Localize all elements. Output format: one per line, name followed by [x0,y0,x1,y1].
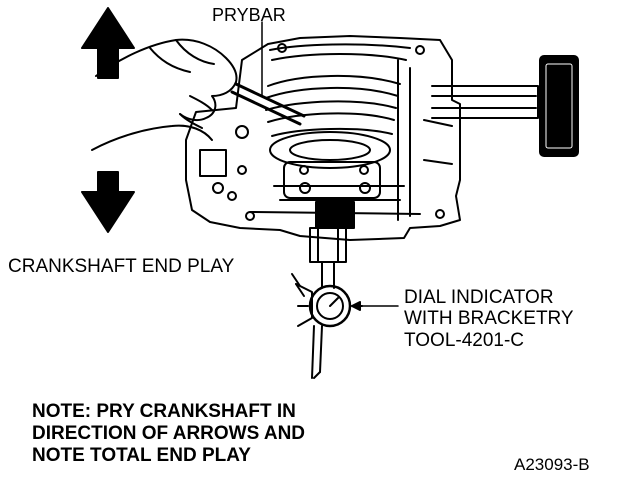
prybar-label: PRYBAR [212,5,286,25]
dial-indicator-assembly [291,201,363,379]
dial-indicator-line: DIAL INDICATOR [404,287,554,308]
note-text: NOTE: PRY CRANKSHAFT IN DIRECTION OF ARR… [32,401,305,467]
note-line: NOTE: PRY CRANKSHAFT IN [32,401,296,422]
dial-indicator-label: DIAL INDICATOR WITH BRACKETRY TOOL-4201-… [404,287,574,351]
dial-indicator-line: WITH BRACKETRY [404,308,574,330]
prybar [230,82,306,126]
engine-block [185,35,461,241]
handle-fixture [431,55,579,157]
dial-indicator-line: TOOL-4201-C [404,329,525,351]
down-arrow-icon [81,171,135,233]
note-line: NOTE TOTAL END PLAY [32,445,251,467]
note-line: DIRECTION OF ARROWS AND [32,423,306,445]
up-arrow-icon [81,7,135,79]
figure-reference: A23093-B [514,455,590,474]
crankshaft-end-play-label: CRANKSHAFT END PLAY [8,256,235,277]
hand-illustration [91,38,238,151]
